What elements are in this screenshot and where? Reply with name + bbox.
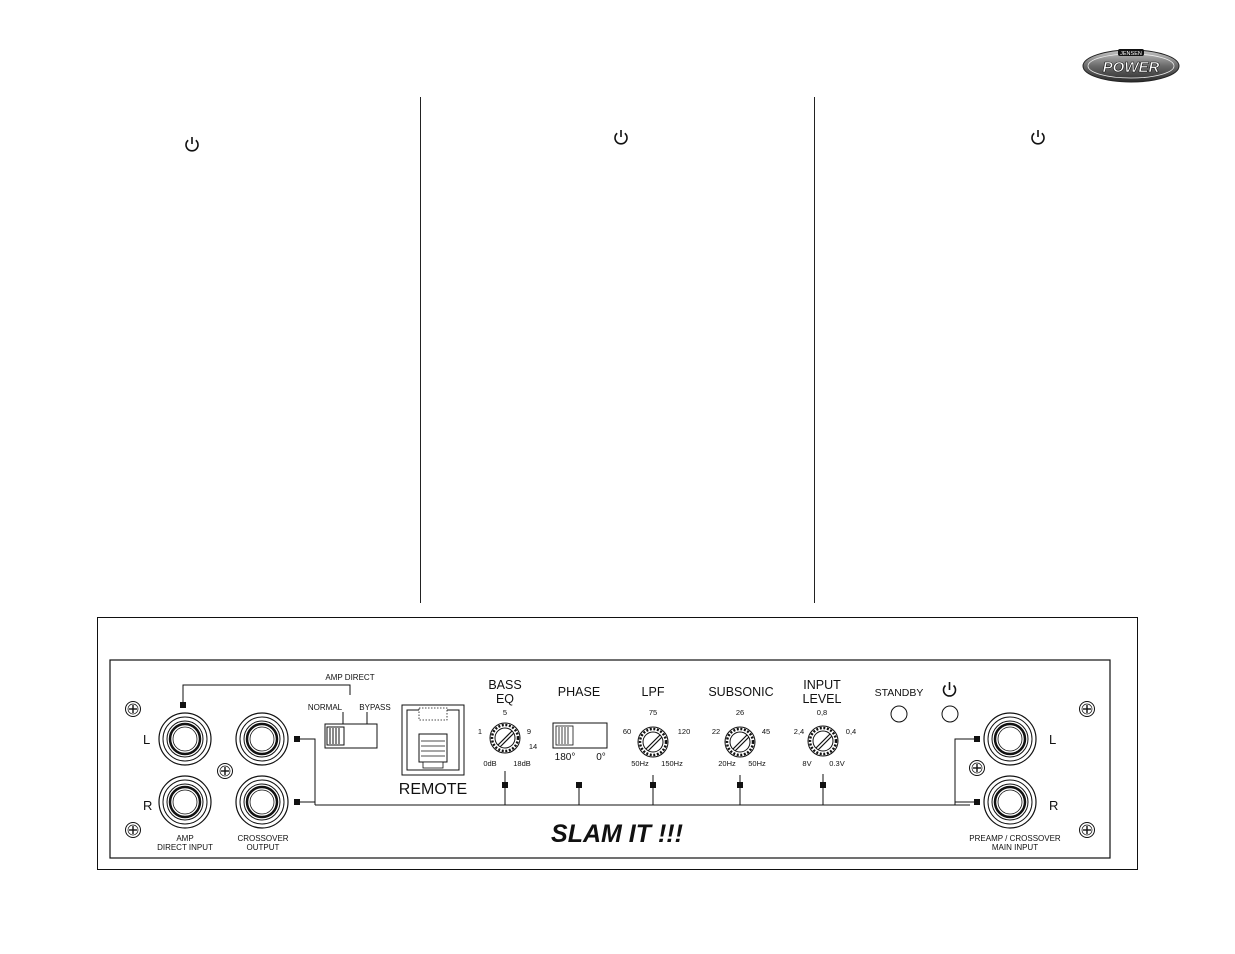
screw-icon <box>968 759 986 777</box>
amp-direct-input-left-jack[interactable] <box>157 711 213 767</box>
bass-eq-label-2: EQ <box>496 692 514 706</box>
crossover-output-left-jack[interactable] <box>234 711 290 767</box>
amp-direct-input-label-2: DIRECT INPUT <box>157 843 213 852</box>
input-level-tick: 0.3V <box>829 759 844 768</box>
lpf-tick: 60 <box>623 727 631 736</box>
phase-label: PHASE <box>558 685 600 699</box>
bass-eq-tick: 0dB <box>483 759 496 768</box>
screw-icon <box>124 700 142 718</box>
input-level-tick: 2,4 <box>794 727 804 736</box>
bass-eq-tick: 9 <box>527 727 531 736</box>
input-level-label-2: LEVEL <box>803 692 842 706</box>
subsonic-tick: 26 <box>736 708 744 717</box>
bass-eq-tick: 14 <box>529 742 537 751</box>
bass-eq-tick: 5 <box>503 708 507 717</box>
crossover-output-label-2: OUTPUT <box>247 843 280 852</box>
standby-label: STANDBY <box>875 687 924 699</box>
column-divider-2 <box>814 97 815 603</box>
phase-tick: 180° <box>555 752 576 763</box>
crossover-output-right-jack[interactable] <box>234 774 290 830</box>
subsonic-knob[interactable] <box>723 725 757 759</box>
lpf-tick: 120 <box>678 727 691 736</box>
lpf-knob[interactable] <box>636 725 670 759</box>
power-icon <box>942 682 957 697</box>
amplifier-panel-diagram: L R AMP DIRECT INPUT CROSSOVER OUTPUT AM… <box>97 617 1138 870</box>
remote-label: REMOTE <box>399 781 467 798</box>
lpf-tick: 50Hz <box>631 759 649 768</box>
left-channel-label: L <box>143 732 150 747</box>
input-level-label-1: INPUT <box>803 678 841 692</box>
bass-eq-label-1: BASS <box>488 678 521 692</box>
subsonic-tick: 45 <box>762 727 770 736</box>
preamp-input-label-2: MAIN INPUT <box>992 843 1038 852</box>
input-level-tick: 8V <box>802 759 811 768</box>
amp-direct-input-right-jack[interactable] <box>157 774 213 830</box>
lpf-label: LPF <box>642 685 665 699</box>
crossover-output-label-1: CROSSOVER <box>237 834 288 843</box>
screw-icon <box>1078 700 1096 718</box>
input-level-tick: 0,4 <box>846 727 856 736</box>
slogan: SLAM IT !!! <box>551 820 683 848</box>
lpf-tick: 75 <box>649 708 657 717</box>
bypass-label: BYPASS <box>359 703 390 712</box>
logo-main-text: POWER <box>1103 59 1160 76</box>
subsonic-tick: 50Hz <box>748 759 766 768</box>
remote-jack[interactable] <box>401 704 465 776</box>
amp-direct-input-label-1: AMP <box>176 834 193 843</box>
power-icon <box>185 137 199 152</box>
lpf-tick: 150Hz <box>661 759 683 768</box>
right-channel-label: R <box>143 798 152 813</box>
bass-eq-tick: 1 <box>478 727 482 736</box>
subsonic-tick: 22 <box>712 727 720 736</box>
normal-label: NORMAL <box>308 703 343 712</box>
logo-small-text: JENSEN <box>1120 51 1142 57</box>
bass-eq-tick: 18dB <box>513 759 531 768</box>
screw-icon <box>124 821 142 839</box>
jensen-power-logo: JENSEN POWER <box>1082 49 1180 83</box>
input-level-tick: 0,8 <box>817 708 827 717</box>
right-channel-label: R <box>1049 798 1058 813</box>
left-channel-label: L <box>1049 732 1056 747</box>
bass-eq-knob[interactable] <box>488 721 522 755</box>
screw-icon <box>216 762 234 780</box>
amp-direct-switch[interactable] <box>324 723 378 749</box>
column-divider-1 <box>420 97 421 603</box>
power-icon <box>614 130 628 145</box>
subsonic-label: SUBSONIC <box>708 685 773 699</box>
power-led <box>941 705 959 723</box>
amp-direct-label: AMP DIRECT <box>325 673 374 682</box>
power-icon <box>1031 130 1045 145</box>
preamp-input-left-jack[interactable] <box>982 711 1038 767</box>
preamp-input-right-jack[interactable] <box>982 774 1038 830</box>
subsonic-tick: 20Hz <box>718 759 736 768</box>
preamp-input-label-1: PREAMP / CROSSOVER <box>969 834 1061 843</box>
phase-switch[interactable] <box>552 722 608 749</box>
standby-led <box>890 705 908 723</box>
phase-tick: 0° <box>596 752 606 763</box>
input-level-knob[interactable] <box>806 724 840 758</box>
screw-icon <box>1078 821 1096 839</box>
